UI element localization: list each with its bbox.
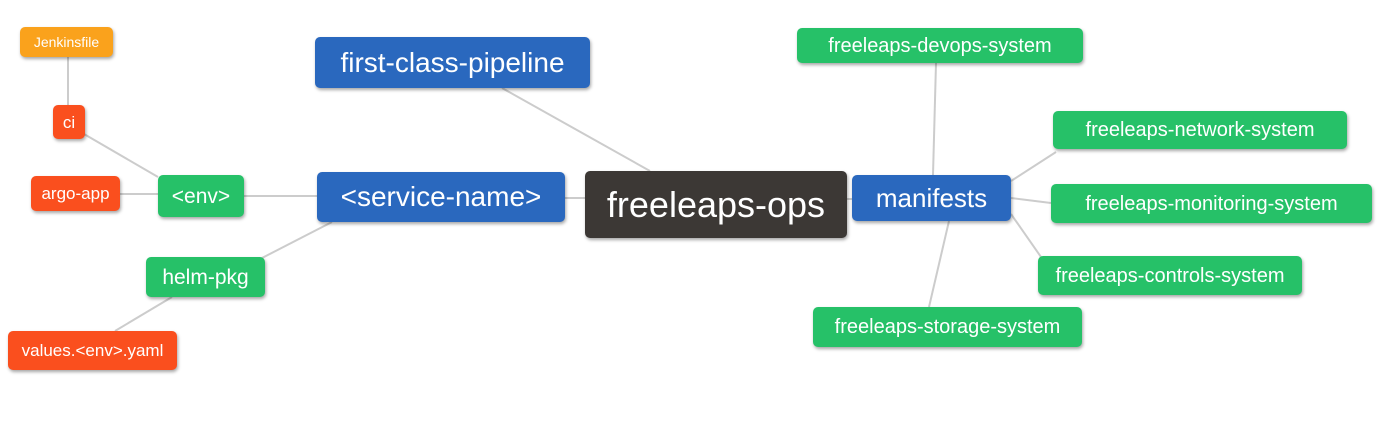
- mindmap-node-freeleaps-ops[interactable]: freeleaps-ops: [585, 171, 847, 238]
- mindmap-node-values-env-yaml[interactable]: values.<env>.yaml: [8, 331, 177, 370]
- mindmap-node-env[interactable]: <env>: [158, 175, 244, 217]
- edge-values-env-yaml-helm-pkg: [114, 296, 173, 332]
- edge-manifests-freeleaps-devops-system: [932, 62, 937, 176]
- edge-first-class-pipeline-freeleaps-ops: [501, 87, 651, 172]
- mindmap-node-first-class-pipeline[interactable]: first-class-pipeline: [315, 37, 590, 88]
- mindmap-node-freeleaps-storage-system[interactable]: freeleaps-storage-system: [813, 307, 1082, 347]
- edge-manifests-freeleaps-controls-system: [1010, 213, 1042, 258]
- edge-manifests-freeleaps-network-system: [1010, 151, 1057, 182]
- mindmap-node-ci[interactable]: ci: [53, 105, 85, 139]
- mindmap-node-freeleaps-controls-system[interactable]: freeleaps-controls-system: [1038, 256, 1302, 295]
- mindmap-node-freeleaps-monitoring-system[interactable]: freeleaps-monitoring-system: [1051, 184, 1372, 223]
- mindmap-node-manifests[interactable]: manifests: [852, 175, 1011, 221]
- mindmap-node-freeleaps-network-system[interactable]: freeleaps-network-system: [1053, 111, 1347, 149]
- edge-manifests-freeleaps-storage-system: [928, 220, 950, 308]
- edge-helm-pkg-service-name: [261, 221, 333, 259]
- mindmap-node-jenkinsfile[interactable]: Jenkinsfile: [20, 27, 113, 57]
- mindmap-node-helm-pkg[interactable]: helm-pkg: [146, 257, 265, 297]
- mindmap-node-argo-app[interactable]: argo-app: [31, 176, 120, 211]
- mindmap-node-service-name[interactable]: <service-name>: [317, 172, 565, 222]
- edge-manifests-freeleaps-monitoring-system: [1010, 197, 1052, 204]
- edge-ci-env: [83, 133, 159, 178]
- mindmap-node-freeleaps-devops-system[interactable]: freeleaps-devops-system: [797, 28, 1083, 63]
